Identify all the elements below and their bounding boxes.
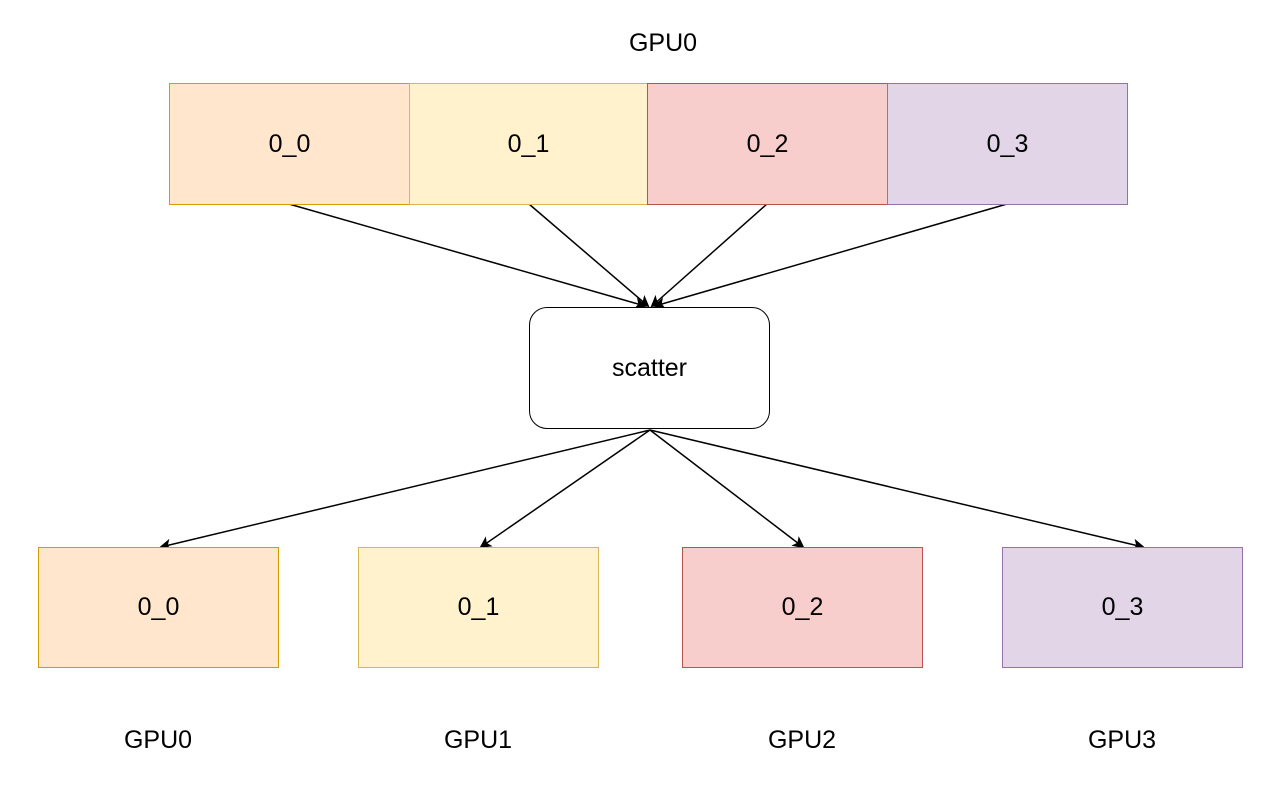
scatter-label: scatter (611, 353, 688, 382)
source-chunk-label: 0_1 (507, 129, 550, 158)
arrow-dst-gpu2 (649, 429, 805, 549)
target-gpu-label-0: GPU0 (123, 726, 193, 754)
source-chunk-label: 0_3 (986, 129, 1029, 158)
scatter-operation-box: scatter (529, 307, 770, 429)
arrow-src-0_0 (288, 203, 647, 310)
target-chunk-label: 0_2 (781, 593, 824, 621)
target-chunk-gpu0: 0_0 (38, 547, 279, 668)
source-chunk-label: 0_0 (268, 129, 311, 158)
target-chunk-gpu3: 0_3 (1002, 547, 1243, 668)
target-chunk-gpu1: 0_1 (358, 547, 599, 668)
source-chunk-0_1: 0_1 (409, 83, 648, 205)
target-chunk-label: 0_3 (1101, 593, 1144, 621)
source-chunk-0_3: 0_3 (887, 83, 1128, 205)
source-chunk-label: 0_2 (746, 129, 789, 158)
arrow-src-0_2 (650, 203, 768, 308)
target-chunk-label: 0_0 (137, 593, 180, 621)
source-chunk-0_0: 0_0 (169, 83, 410, 205)
target-gpu-label-3: GPU3 (1087, 726, 1157, 754)
arrow-src-0_1 (528, 203, 650, 308)
arrow-dst-gpu1 (479, 429, 651, 549)
arrow-dst-gpu0 (159, 429, 651, 551)
source-chunk-0_2: 0_2 (647, 83, 888, 205)
target-chunk-gpu2: 0_2 (682, 547, 923, 668)
source-gpu-label: GPU0 (628, 29, 698, 57)
target-gpu-label-2: GPU2 (767, 726, 837, 754)
target-gpu-label-1: GPU1 (443, 726, 513, 754)
target-chunk-label: 0_1 (457, 593, 500, 621)
arrow-dst-gpu3 (649, 429, 1145, 551)
arrow-src-0_3 (653, 203, 1008, 309)
